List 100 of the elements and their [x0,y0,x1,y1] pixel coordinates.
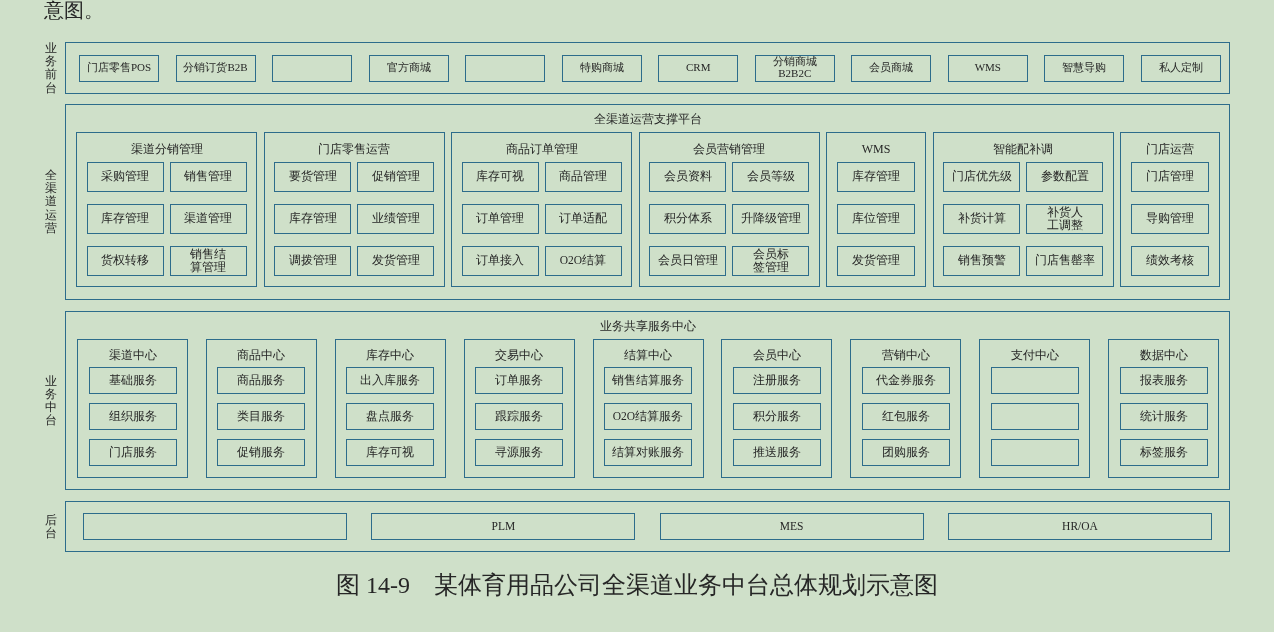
module-box [357,204,434,234]
module-label: 红包服务 [880,409,931,424]
group-title: 门店零售运营 [318,143,390,155]
module-label: 团购服务 [880,445,931,460]
module-box [990,439,1079,466]
module-box [659,513,924,540]
group-title: 商品订单管理 [505,143,578,155]
module-label: PLM [490,519,517,534]
module-box [346,439,435,466]
module-label: 补货计算 [956,212,1007,226]
module-box [990,367,1079,394]
module-label: 促销管理 [370,170,421,184]
module-label: 推送服务 [751,445,802,460]
module-label: 订单适配 [558,212,608,226]
module-box [1119,403,1208,430]
module-box [88,403,177,430]
module-box [544,162,622,192]
module-label: 会员资料 [662,170,713,184]
layer-label: 后台 [45,513,57,540]
module-label: 智慧导购 [1061,62,1108,74]
module-label: 商品服务 [236,373,287,388]
module-box [943,162,1020,192]
group-title: 商品中心 [237,348,286,361]
module-box [368,54,449,82]
module-box [1119,439,1208,466]
module-box [1026,204,1103,234]
group-panel [463,339,575,478]
module-label: 跟踪服务 [494,409,545,424]
module-label: 库存可视 [475,170,525,184]
group-panel [721,339,833,478]
module-box [732,246,809,276]
module-box [461,162,539,192]
module-label: 库位管理 [851,212,901,226]
group-title: 营销中心 [881,348,930,361]
module-box [86,204,164,234]
module-label: 门店零售POS [85,62,153,74]
module-box [861,439,950,466]
module-label: 销售结算管理 [189,247,227,275]
module-box [649,162,726,192]
module-box [943,246,1020,276]
module-label: 标签服务 [1138,445,1189,460]
module-label: 订单服务 [494,373,545,388]
module-label: 采购管理 [100,170,150,184]
module-box [837,246,915,276]
platform-title: 业务共享服务中心 [599,319,696,332]
module-box [658,54,739,82]
module-label: O2O结算服务 [611,409,685,424]
module-label: 基础服务 [107,373,158,388]
module-box [837,162,915,192]
module-box [1119,367,1208,394]
module-box [948,513,1212,540]
module-box [346,367,435,394]
module-box [1026,246,1103,276]
module-box [990,403,1079,430]
group-title: 渠道分销管理 [130,143,203,155]
module-label: 门店售罄率 [1033,254,1096,268]
module-box [1131,246,1209,276]
module-box [544,204,622,234]
module-box [86,246,164,276]
module-label: 销售预警 [956,254,1007,268]
module-label: 注册服务 [751,373,802,388]
module-box [272,54,353,82]
group-panel [979,339,1091,478]
module-box [465,54,546,82]
group-title: 渠道中心 [108,348,157,361]
module-box [88,439,177,466]
module-box [461,204,539,234]
module-box [475,403,564,430]
module-box [83,513,347,540]
module-label: 出入库服务 [359,373,422,388]
group-panel [1108,339,1219,478]
module-label: 发货管理 [851,254,901,268]
module-label: 类目服务 [236,409,287,424]
module-box [754,54,835,82]
module-label: O2O结算 [558,254,608,268]
module-label: 商品管理 [558,170,608,184]
platform-title: 全渠道运营支撑平台 [593,112,702,125]
module-box [86,162,164,192]
module-label: 库存管理 [100,212,150,226]
module-box [1026,162,1103,192]
group-panel [334,339,446,478]
module-label: 盘点服务 [365,409,416,424]
module-label: 会员商城 [868,62,915,74]
group-panel [850,339,962,478]
module-box [169,162,247,192]
module-label: 分销商城 B2B2C [771,56,818,80]
module-label: 分销订货B2B [182,62,249,74]
module-label: HR/OA [1061,519,1099,534]
module-label: 报表服务 [1138,373,1189,388]
module-box [861,403,950,430]
module-box [604,367,692,394]
module-label: 代金券服务 [874,373,937,388]
module-label: 货权转移 [100,254,150,268]
module-label: 补货人工调整 [1045,205,1084,233]
module-label: 官方商城 [385,62,432,74]
module-box [475,367,564,394]
module-label: 积分服务 [751,409,802,424]
module-box [169,246,247,276]
module-box [169,204,247,234]
module-label: 导购管理 [1145,212,1195,226]
